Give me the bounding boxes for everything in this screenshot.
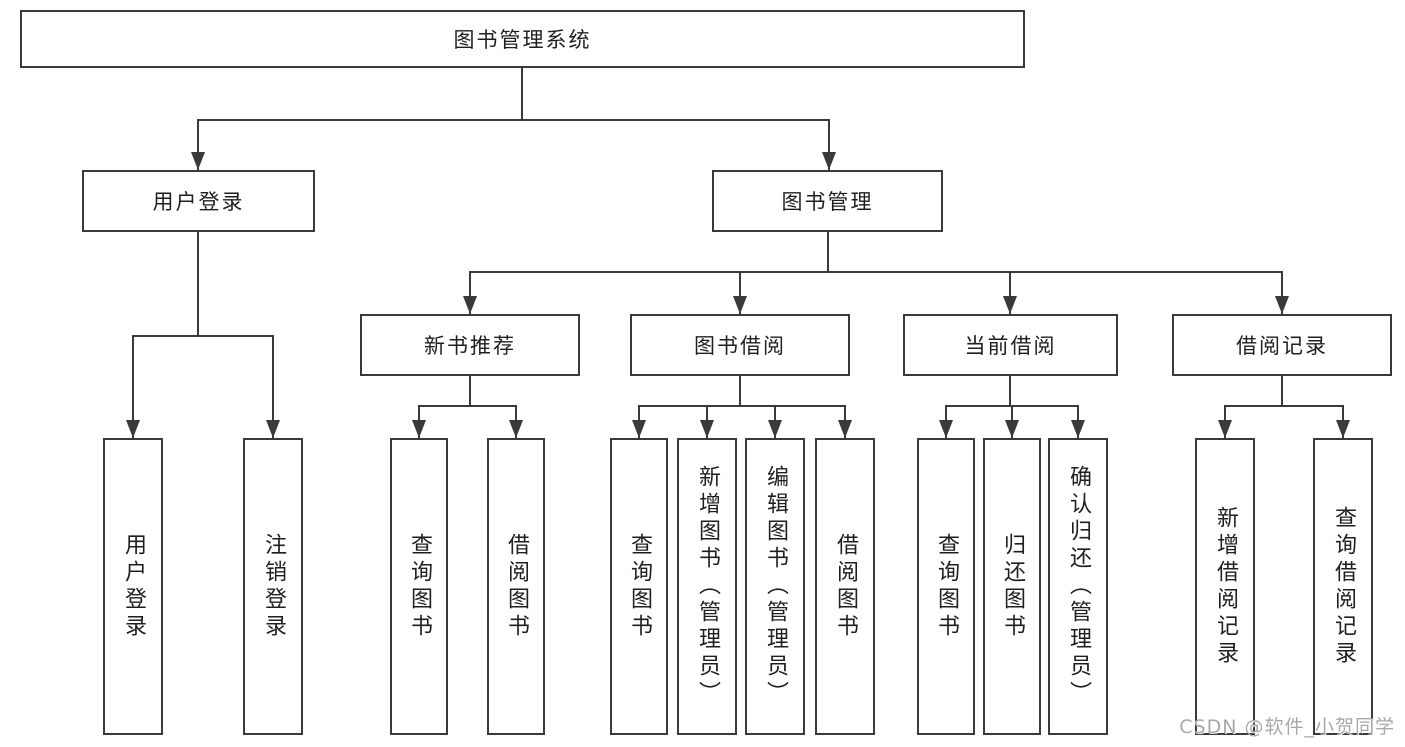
node-root: 图书管理系统 bbox=[20, 10, 1025, 68]
arrowhead-down-icon bbox=[191, 152, 205, 170]
connector-line bbox=[1009, 271, 1011, 314]
connector-line bbox=[639, 405, 846, 407]
connector-line bbox=[272, 335, 274, 438]
node-user-login: 用户登录 bbox=[82, 170, 315, 232]
connector-line bbox=[197, 232, 199, 336]
leaf-user-login: 用户登录 bbox=[103, 438, 163, 735]
leaf-add-borrow-record: 新增借阅记录 bbox=[1195, 438, 1255, 735]
arrowhead-down-icon bbox=[1003, 296, 1017, 314]
connector-line bbox=[739, 271, 741, 314]
node-root-label: 图书管理系统 bbox=[453, 28, 592, 52]
leaf-query-books-recommend: 查询图书 bbox=[390, 438, 448, 735]
arrowhead-down-icon bbox=[1005, 420, 1019, 438]
leaf-borrow-books-recommend-label: 借阅图书 bbox=[504, 532, 529, 641]
leaf-borrow-books-recommend: 借阅图书 bbox=[487, 438, 545, 735]
arrowhead-down-icon bbox=[632, 420, 646, 438]
arrowhead-down-icon bbox=[266, 420, 280, 438]
connector-line bbox=[469, 376, 471, 406]
leaf-query-borrow-record-label: 查询借阅记录 bbox=[1331, 505, 1356, 668]
node-user-login-label: 用户登录 bbox=[152, 190, 245, 214]
leaf-add-book-admin-label: 新增图书（管理员） bbox=[695, 465, 720, 708]
connector-line bbox=[1225, 405, 1344, 407]
leaf-return-books: 归还图书 bbox=[983, 438, 1041, 735]
connector-line bbox=[133, 335, 274, 337]
connector-line bbox=[132, 335, 134, 438]
connector-line bbox=[521, 68, 523, 120]
arrowhead-down-icon bbox=[700, 420, 714, 438]
connector-line bbox=[419, 405, 517, 407]
leaf-query-books-current: 查询图书 bbox=[917, 438, 975, 735]
connector-line bbox=[470, 271, 1282, 273]
node-book-borrowing: 图书借阅 bbox=[630, 314, 850, 376]
arrowhead-down-icon bbox=[1336, 420, 1350, 438]
arrowhead-down-icon bbox=[463, 296, 477, 314]
arrowhead-down-icon bbox=[838, 420, 852, 438]
leaf-edit-book-admin-label: 编辑图书（管理员） bbox=[763, 465, 788, 708]
connector-line bbox=[1281, 376, 1283, 406]
leaf-edit-book-admin: 编辑图书（管理员） bbox=[745, 438, 805, 735]
arrowhead-down-icon bbox=[1218, 420, 1232, 438]
leaf-user-login-label: 用户登录 bbox=[121, 532, 146, 641]
leaf-query-books-recommend-label: 查询图书 bbox=[407, 532, 432, 641]
leaf-query-books-borrowing: 查询图书 bbox=[610, 438, 668, 735]
watermark: CSDN @软件_小贺同学 bbox=[1179, 716, 1395, 738]
leaf-query-books-borrowing-label: 查询图书 bbox=[627, 532, 652, 641]
leaf-add-book-admin: 新增图书（管理员） bbox=[677, 438, 737, 735]
leaf-query-books-current-label: 查询图书 bbox=[934, 532, 959, 641]
connector-line bbox=[739, 376, 741, 406]
leaf-logout: 注销登录 bbox=[243, 438, 303, 735]
arrowhead-down-icon bbox=[126, 420, 140, 438]
connector-line bbox=[828, 119, 830, 170]
leaf-confirm-return-admin-label: 确认归还（管理员） bbox=[1066, 465, 1091, 708]
node-current-borrowing: 当前借阅 bbox=[903, 314, 1118, 376]
arrowhead-down-icon bbox=[939, 420, 953, 438]
connector-line bbox=[1009, 376, 1011, 406]
node-borrowing-records-label: 借阅记录 bbox=[1236, 334, 1328, 358]
leaf-logout-label: 注销登录 bbox=[261, 532, 286, 641]
arrowhead-down-icon bbox=[733, 296, 747, 314]
node-book-management: 图书管理 bbox=[712, 170, 943, 232]
node-borrowing-records: 借阅记录 bbox=[1172, 314, 1392, 376]
leaf-borrow-books-borrowing-label: 借阅图书 bbox=[833, 532, 858, 641]
connector-line bbox=[1281, 271, 1283, 314]
arrowhead-down-icon bbox=[1275, 296, 1289, 314]
leaf-confirm-return-admin: 确认归还（管理员） bbox=[1048, 438, 1108, 735]
connector-line bbox=[197, 119, 199, 170]
connector-line bbox=[827, 232, 829, 272]
connector-line bbox=[198, 119, 830, 121]
arrowhead-down-icon bbox=[1071, 420, 1085, 438]
leaf-return-books-label: 归还图书 bbox=[1000, 532, 1025, 641]
leaf-query-borrow-record: 查询借阅记录 bbox=[1313, 438, 1373, 735]
connector-line bbox=[469, 271, 471, 314]
leaf-borrow-books-borrowing: 借阅图书 bbox=[815, 438, 875, 735]
arrowhead-down-icon bbox=[509, 420, 523, 438]
arrowhead-down-icon bbox=[822, 152, 836, 170]
node-book-borrowing-label: 图书借阅 bbox=[694, 334, 786, 358]
leaf-add-borrow-record-label: 新增借阅记录 bbox=[1213, 505, 1238, 668]
node-new-book-recommendation-label: 新书推荐 bbox=[424, 334, 516, 358]
node-current-borrowing-label: 当前借阅 bbox=[964, 334, 1057, 358]
arrowhead-down-icon bbox=[768, 420, 782, 438]
node-book-management-label: 图书管理 bbox=[781, 190, 874, 214]
arrowhead-down-icon bbox=[412, 420, 426, 438]
node-new-book-recommendation: 新书推荐 bbox=[360, 314, 580, 376]
